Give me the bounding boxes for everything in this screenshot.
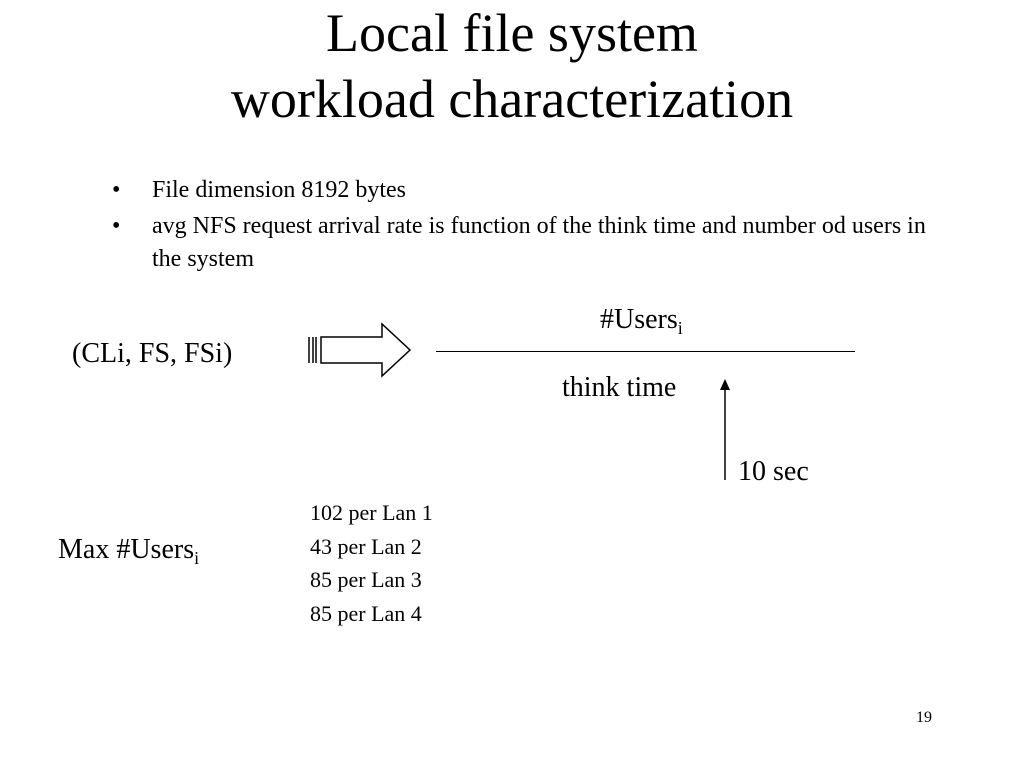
- fraction-numerator: #Usersi: [600, 302, 683, 340]
- max-users-text: Max #Users: [58, 534, 195, 565]
- bullet-list: • File dimension 8192 bytes • avg NFS re…: [112, 174, 942, 279]
- max-users-subscript: i: [194, 548, 200, 568]
- numerator-text: #Users: [600, 304, 678, 335]
- tuple-label: (CLi, FS, FSi): [72, 338, 233, 369]
- up-arrow-icon: [720, 379, 730, 480]
- bullet-item: • File dimension 8192 bytes: [112, 174, 942, 207]
- per-lan-item: 43 per Lan 2: [310, 533, 422, 559]
- bullet-symbol: •: [112, 213, 121, 239]
- slide-title-line-1: Local file system: [326, 3, 698, 63]
- max-users-label: Max #Usersi: [58, 532, 199, 570]
- per-lan-list: 102 per Lan 1 43 per Lan 2 85 per Lan 3 …: [310, 496, 433, 630]
- per-lan-item: 102 per Lan 1: [310, 500, 433, 525]
- fraction-bar: [436, 351, 855, 352]
- bullet-symbol: •: [112, 177, 121, 203]
- per-lan-item: 85 per Lan 3: [310, 567, 422, 592]
- bullet-text: avg NFS request arrival rate is function…: [152, 213, 926, 272]
- bullet-text: File dimension 8192 bytes: [152, 177, 406, 203]
- block-arrow-icon: [308, 322, 412, 378]
- page-number: 19: [916, 709, 932, 726]
- slide-title-line-2: workload characterization: [230, 69, 794, 129]
- slide-title: Local file system workload characterizat…: [0, 0, 1024, 132]
- think-time-value: 10 sec: [738, 456, 809, 487]
- per-lan-item: 85 per Lan 4: [310, 600, 422, 626]
- fraction-denominator: think time: [562, 372, 677, 403]
- numerator-subscript: i: [677, 318, 683, 338]
- bullet-item: • avg NFS request arrival rate is functi…: [112, 210, 942, 276]
